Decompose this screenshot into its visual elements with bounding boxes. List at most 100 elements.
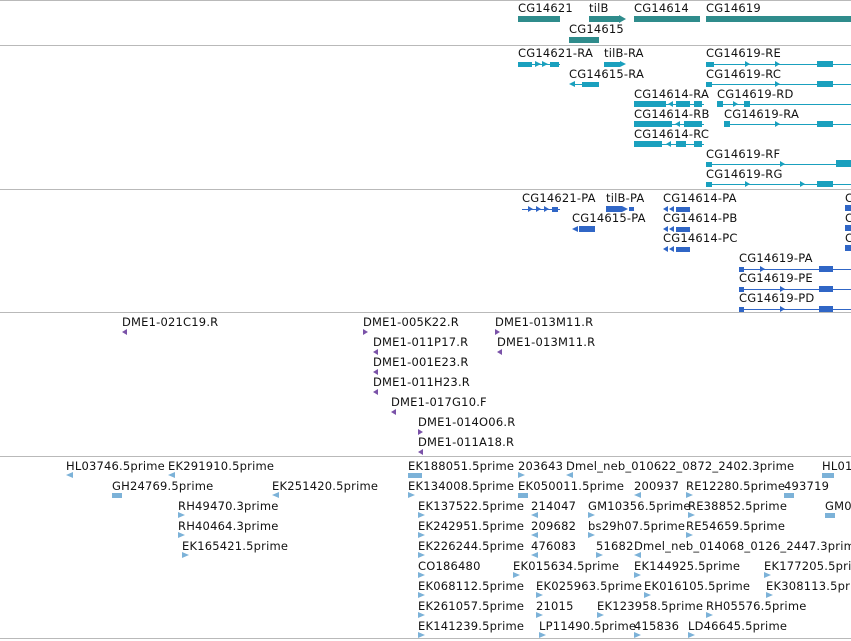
clone-marker[interactable] bbox=[495, 329, 500, 335]
est-feature[interactable] bbox=[408, 473, 422, 478]
est-label[interactable]: EK291910.5prime bbox=[168, 459, 275, 473]
est-label[interactable]: bs29h07.5prime bbox=[588, 519, 686, 533]
est-label[interactable]: RE12280.5prime bbox=[686, 479, 786, 493]
est-marker[interactable] bbox=[418, 552, 425, 558]
gene-feature[interactable] bbox=[589, 16, 619, 22]
est-feature[interactable] bbox=[825, 513, 835, 518]
est-label[interactable]: CO186480 bbox=[418, 559, 481, 573]
est-marker[interactable] bbox=[634, 552, 641, 558]
clone-marker[interactable] bbox=[122, 329, 127, 335]
clone-label[interactable]: DME1-021C19.R bbox=[122, 315, 219, 329]
clone-label[interactable]: DME1-011P17.R bbox=[373, 335, 469, 349]
est-marker[interactable] bbox=[536, 612, 543, 618]
est-label[interactable]: EK137522.5prime bbox=[418, 499, 525, 513]
est-marker[interactable] bbox=[182, 552, 189, 558]
protein-block[interactable] bbox=[676, 247, 690, 252]
est-feature[interactable] bbox=[784, 493, 794, 498]
transcript-exon[interactable] bbox=[604, 62, 620, 67]
clone-marker[interactable] bbox=[373, 369, 378, 375]
est-marker[interactable] bbox=[634, 572, 641, 578]
est-marker[interactable] bbox=[518, 472, 525, 478]
est-label[interactable]: EK144925.5prime bbox=[634, 559, 741, 573]
est-marker[interactable] bbox=[634, 632, 641, 638]
protein-block[interactable] bbox=[845, 245, 851, 251]
transcript-exon[interactable] bbox=[676, 101, 690, 107]
est-label[interactable]: GM0 bbox=[825, 499, 851, 513]
protein-label[interactable]: CG14615-PA bbox=[572, 211, 646, 225]
transcript-label[interactable]: CG14619-RG bbox=[706, 167, 783, 181]
transcript-label[interactable]: tilB-RA bbox=[604, 46, 644, 60]
est-marker[interactable] bbox=[766, 592, 773, 598]
protein-label[interactable]: C bbox=[845, 211, 851, 225]
gene-feature[interactable] bbox=[518, 16, 560, 22]
est-marker[interactable] bbox=[178, 532, 185, 538]
transcript-label[interactable]: CG14614-RA bbox=[634, 87, 710, 101]
transcript-exon[interactable] bbox=[706, 182, 712, 187]
est-label[interactable]: 493719 bbox=[784, 479, 830, 493]
est-feature[interactable] bbox=[518, 493, 528, 498]
protein-block[interactable] bbox=[819, 286, 833, 292]
transcript-exon[interactable] bbox=[817, 121, 833, 127]
protein-block[interactable] bbox=[819, 266, 833, 272]
est-marker[interactable] bbox=[686, 492, 693, 498]
clone-marker[interactable] bbox=[497, 349, 502, 355]
protein-label[interactable]: CG14614-PB bbox=[663, 211, 738, 225]
est-label[interactable]: RH05576.5prime bbox=[706, 599, 807, 613]
est-marker[interactable] bbox=[418, 612, 425, 618]
est-marker[interactable] bbox=[531, 532, 538, 538]
est-label[interactable]: 21015 bbox=[536, 599, 574, 613]
transcript-exon[interactable] bbox=[582, 82, 599, 87]
est-marker[interactable] bbox=[408, 492, 415, 498]
est-marker[interactable] bbox=[634, 492, 641, 498]
est-label[interactable]: RH49470.3prime bbox=[178, 499, 279, 513]
est-marker[interactable] bbox=[536, 592, 543, 598]
est-label[interactable]: EK025963.5prime bbox=[536, 579, 643, 593]
est-marker[interactable] bbox=[596, 552, 603, 558]
protein-label[interactable]: C bbox=[845, 191, 851, 205]
protein-block[interactable] bbox=[845, 205, 851, 211]
est-label[interactable]: EK242951.5prime bbox=[418, 519, 525, 533]
transcript-exon[interactable] bbox=[724, 121, 730, 127]
est-label[interactable]: EK068112.5prime bbox=[418, 579, 525, 593]
transcript-exon[interactable] bbox=[634, 121, 672, 127]
est-marker[interactable] bbox=[688, 632, 695, 638]
protein-label[interactable]: C bbox=[845, 231, 851, 245]
clone-marker[interactable] bbox=[391, 409, 396, 415]
est-feature[interactable] bbox=[112, 493, 122, 498]
clone-marker[interactable] bbox=[373, 389, 378, 395]
protein-block[interactable] bbox=[629, 207, 634, 211]
clone-label[interactable]: DME1-017G10.F bbox=[391, 395, 487, 409]
est-label[interactable]: EK141239.5prime bbox=[418, 619, 525, 633]
est-marker[interactable] bbox=[588, 512, 595, 518]
est-label[interactable]: EK188051.5prime bbox=[408, 459, 515, 473]
protein-label[interactable]: tilB-PA bbox=[606, 191, 645, 205]
est-label[interactable]: 415836 bbox=[634, 619, 680, 633]
est-label[interactable]: EK177205.5prime bbox=[764, 559, 851, 573]
clone-marker[interactable] bbox=[418, 449, 423, 455]
protein-block[interactable] bbox=[579, 226, 595, 232]
est-label[interactable]: 476083 bbox=[531, 539, 577, 553]
transcript-label[interactable]: CG14614-RB bbox=[634, 107, 710, 121]
est-label[interactable]: EK261057.5prime bbox=[418, 599, 525, 613]
transcript-exon[interactable] bbox=[694, 101, 702, 107]
est-label[interactable]: Dmel_neb_014068_0126_2447.3prime bbox=[634, 539, 851, 553]
transcript-label[interactable]: CG14615-RA bbox=[569, 67, 645, 81]
est-marker[interactable] bbox=[513, 572, 520, 578]
est-label[interactable]: EK165421.5prime bbox=[182, 539, 289, 553]
est-marker[interactable] bbox=[178, 512, 185, 518]
transcript-label[interactable]: CG14619-RF bbox=[706, 147, 781, 161]
est-label[interactable]: 214047 bbox=[531, 499, 577, 513]
est-label[interactable]: EK226244.5prime bbox=[418, 539, 525, 553]
transcript-label[interactable]: CG14614-RC bbox=[634, 127, 710, 141]
est-marker[interactable] bbox=[686, 532, 693, 538]
est-marker[interactable] bbox=[644, 592, 651, 598]
est-marker[interactable] bbox=[418, 632, 425, 638]
protein-block[interactable] bbox=[739, 307, 744, 312]
est-label[interactable]: 200937 bbox=[634, 479, 680, 493]
est-marker[interactable] bbox=[706, 612, 713, 618]
est-label[interactable]: EK251420.5prime bbox=[272, 479, 379, 493]
est-label[interactable]: EK050011.5prime bbox=[518, 479, 625, 493]
protein-block[interactable] bbox=[845, 225, 851, 231]
transcript-exon[interactable] bbox=[518, 62, 532, 67]
transcript-label[interactable]: CG14621-RA bbox=[518, 46, 594, 60]
